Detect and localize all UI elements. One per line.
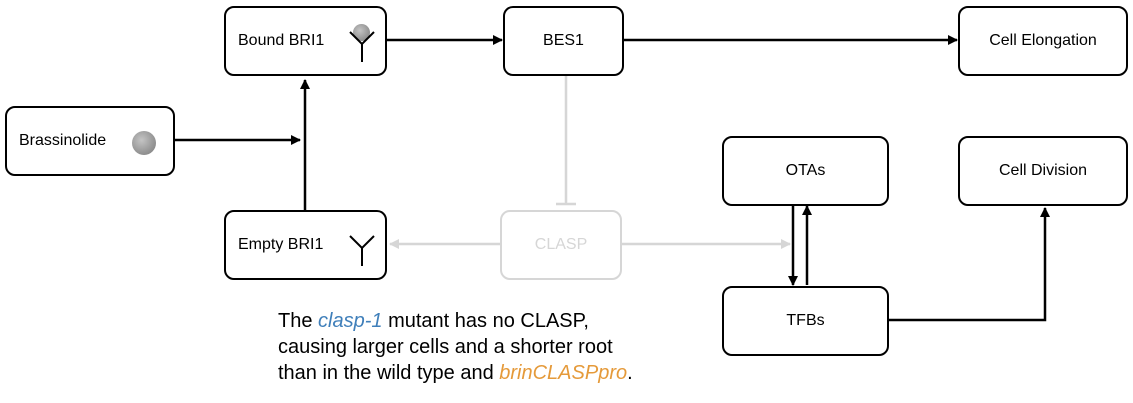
y-receptor-icon (349, 235, 375, 266)
node-brassinolide: Brassinolide (5, 106, 175, 176)
node-brassinolide-label: Brassinolide (19, 132, 107, 149)
construct-name: brinCLASPpro (499, 362, 628, 384)
gray-ball-icon (353, 24, 370, 41)
node-clasp: CLASP (500, 210, 622, 280)
node-bes1: BES1 (503, 6, 624, 76)
figure-caption: The clasp-1 mutant has no CLASP, causing… (278, 308, 633, 386)
node-cell-division-label: Cell Division (998, 162, 1088, 179)
caption-line-1: The clasp-1 mutant has no CLASP, (278, 310, 589, 332)
gray-ball-icon (132, 131, 156, 155)
node-cell-division: Cell Division (958, 136, 1128, 206)
node-empty-bri1: Empty BRI1 (224, 210, 387, 280)
node-tfbs: TFBs (722, 286, 889, 356)
node-bound-bri1: Bound BRI1 (224, 6, 387, 76)
edge-tfbs-to-cell-division (889, 207, 1050, 322)
node-cell-elongation-label: Cell Elongation (989, 32, 1097, 49)
node-bes1-label: BES1 (543, 32, 584, 49)
y-receptor-icon (349, 31, 375, 62)
node-cell-elongation: Cell Elongation (958, 6, 1128, 76)
mutant-name: clasp-1 (318, 310, 383, 332)
node-otas-label: OTAs (785, 162, 826, 179)
node-bound-bri1-label: Bound BRI1 (238, 32, 325, 49)
node-clasp-label: CLASP (534, 236, 588, 253)
node-empty-bri1-label: Empty BRI1 (238, 236, 324, 253)
node-otas: OTAs (722, 136, 889, 206)
node-tfbs-label: TFBs (786, 312, 825, 329)
caption-line-2: causing larger cells and a shorter root (278, 336, 613, 358)
caption-line-3: than in the wild type and brinCLASPpro. (278, 362, 633, 384)
